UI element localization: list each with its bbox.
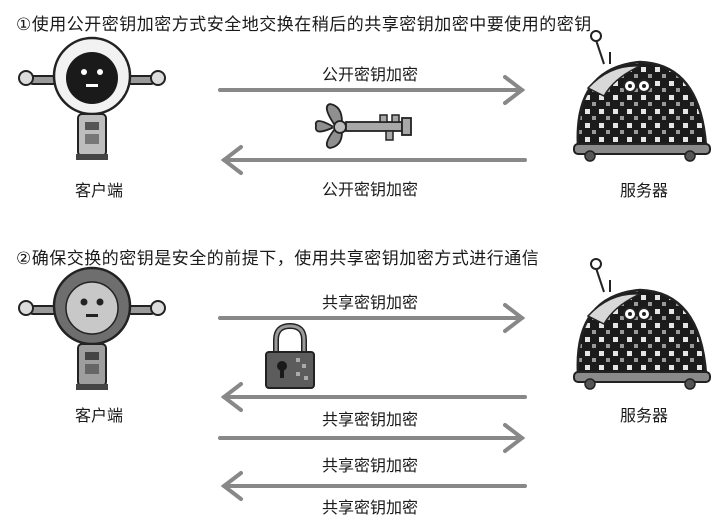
arrow-label-1: 共享密钥加密 <box>321 293 419 312</box>
arrow-right-1 <box>218 75 526 105</box>
arrow-left-2 <box>220 382 527 412</box>
section1-heading: ①使用公开密钥加密方式安全地交换在稍后的共享密钥加密中要使用的密钥 <box>16 15 592 35</box>
robot-client-icon <box>18 36 166 160</box>
server-label: 服务器 <box>619 181 669 200</box>
arrow-right-3 <box>218 423 526 453</box>
arrow-right-2 <box>218 303 526 333</box>
server-label-2: 服务器 <box>619 406 669 425</box>
arrow-top-label: 公开密钥加密 <box>321 65 419 84</box>
arrow-left-3 <box>220 471 527 501</box>
section2-heading: ②确保交换的密钥是安全的前提下，使用共享密钥加密方式进行通信 <box>16 249 540 269</box>
arrow-label-2: 共享密钥加密 <box>321 410 419 429</box>
padlock-icon <box>265 322 315 389</box>
client-label-2: 客户端 <box>74 406 124 425</box>
arrow-left-1 <box>220 145 527 175</box>
key-icon <box>314 103 412 149</box>
arrow-label-3: 共享密钥加密 <box>321 456 419 475</box>
arrow-bottom-label: 公开密钥加密 <box>321 180 419 199</box>
client-label: 客户端 <box>74 181 124 200</box>
ladybug-server-icon <box>573 30 711 162</box>
ladybug-server-icon-2 <box>573 258 711 390</box>
arrow-label-4: 共享密钥加密 <box>321 498 419 517</box>
robot-client-icon-2 <box>18 266 166 390</box>
